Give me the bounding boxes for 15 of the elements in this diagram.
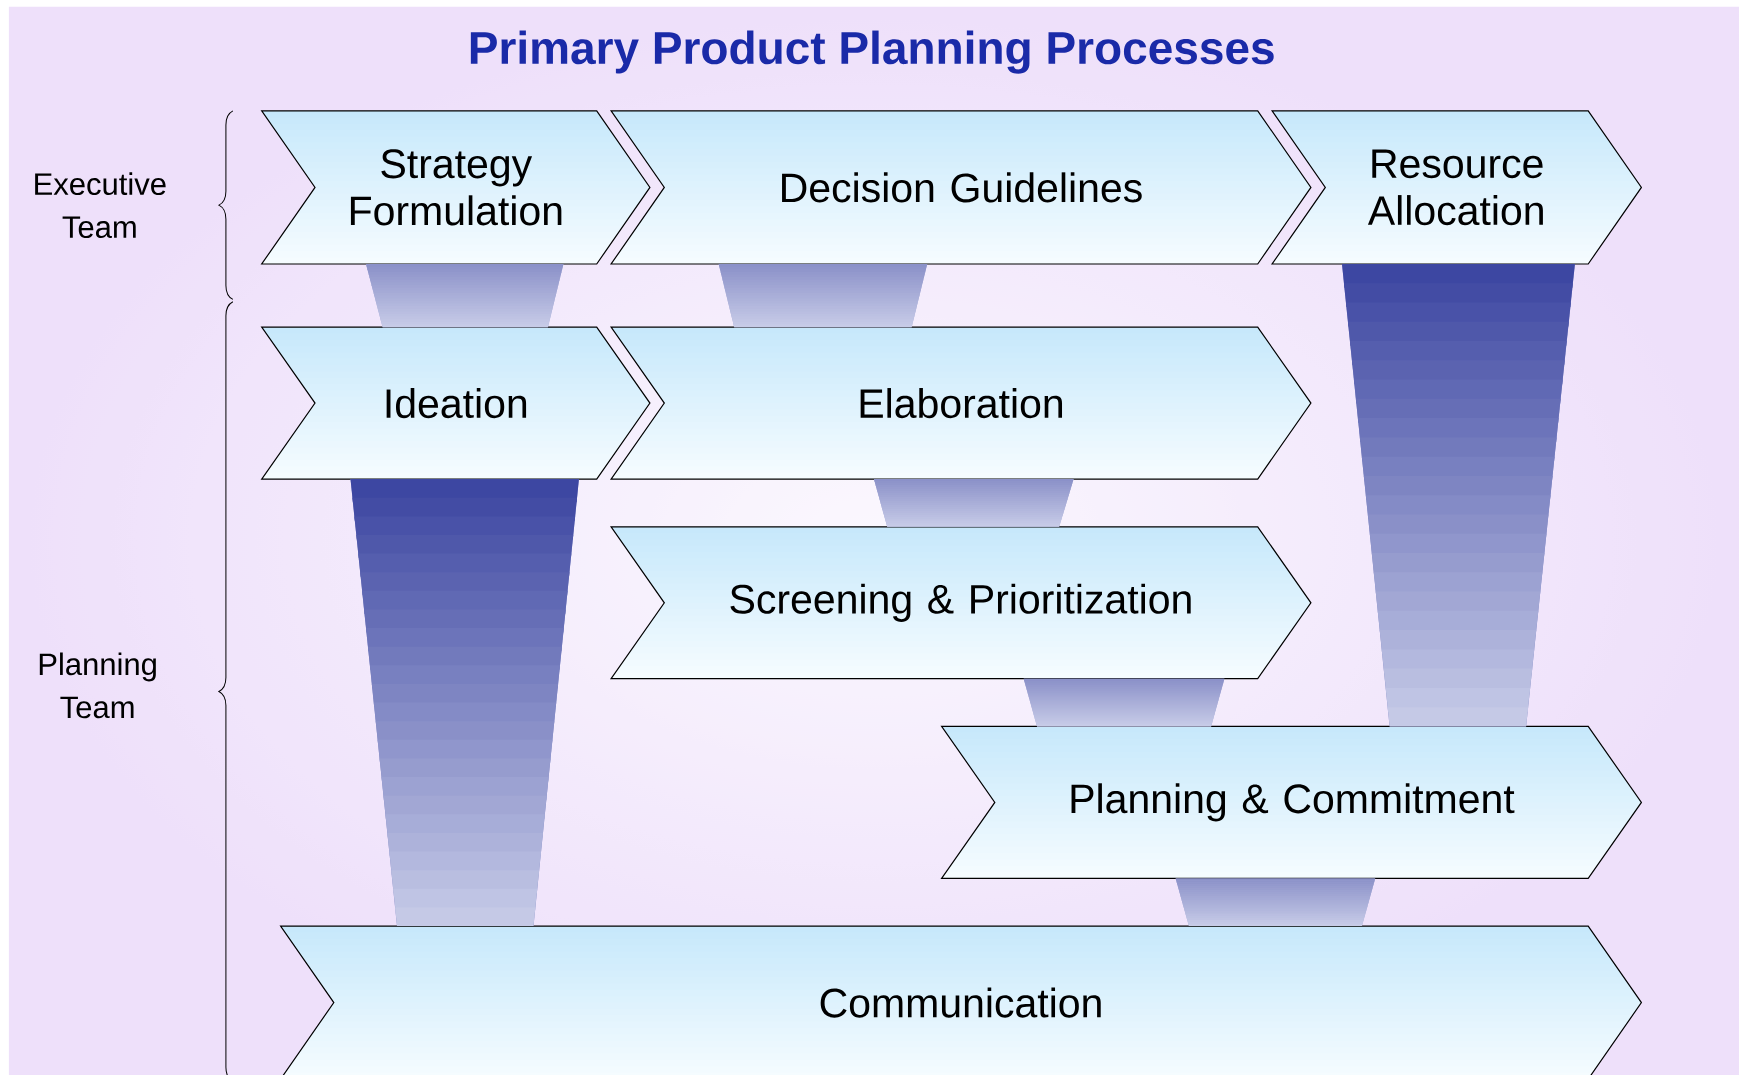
process-step: Communication xyxy=(279,925,1643,1075)
process-step: Planning & Commitment xyxy=(940,725,1643,879)
title: Primary Product Planning Processes xyxy=(470,30,1274,74)
group-label: Executive Team xyxy=(35,172,166,239)
process-step: Decision Guidelines xyxy=(609,110,1312,265)
funnel-connector xyxy=(350,479,579,927)
funnel-connector xyxy=(873,479,1074,527)
process-step: Screening & Prioritization xyxy=(609,526,1312,680)
group-label: Planning Team xyxy=(39,652,156,719)
process-step: Resource Allocation xyxy=(1270,110,1643,265)
funnel-connector xyxy=(1175,878,1376,927)
process-step: Ideation xyxy=(260,326,651,480)
funnel-connector xyxy=(1342,264,1575,727)
process-step: Elaboration xyxy=(609,326,1312,480)
process-step: Strategy Formulation xyxy=(260,110,651,265)
